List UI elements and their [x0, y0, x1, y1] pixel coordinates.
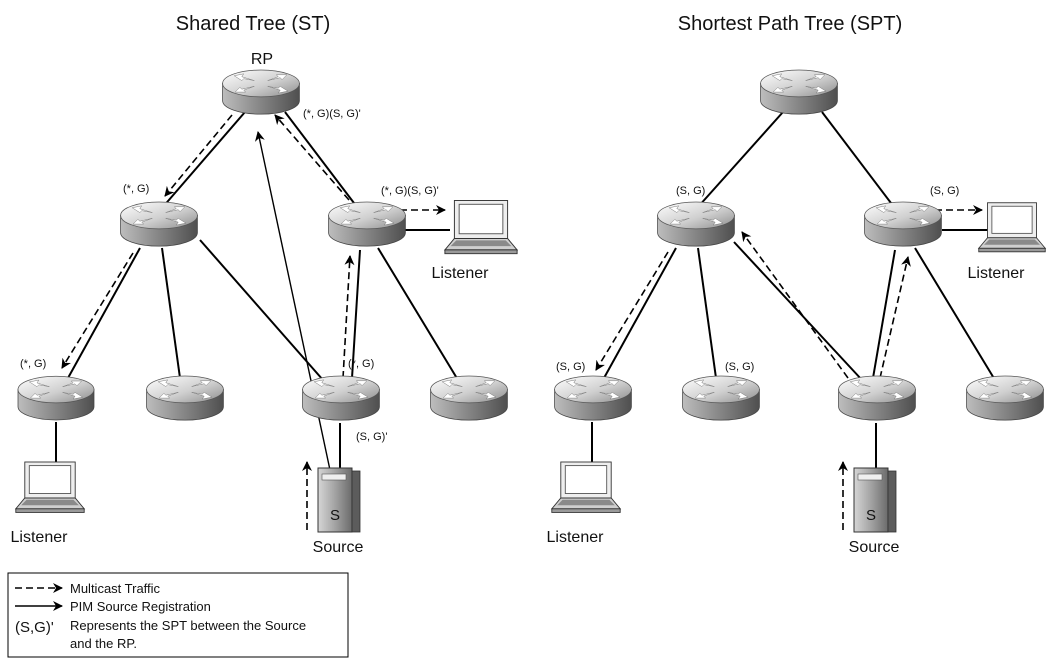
spt-source-label: Source	[849, 539, 900, 556]
spt-listener-right-laptop	[978, 202, 1046, 253]
st-source-label: Source	[313, 539, 364, 556]
st-rp-tag: (*, G)(S, G)'	[303, 108, 361, 120]
spt-bottom-left-tag: (S, G)	[556, 361, 585, 373]
spt-link-right-bottomright	[914, 247, 996, 381]
title-shared-tree: Shared Tree (ST)	[176, 13, 331, 35]
spt-left-router-tag: (S, G)	[676, 185, 705, 197]
st-link-right-bottomright	[377, 247, 459, 381]
st-router-bottom-mid	[146, 375, 224, 421]
st-arrow-pim-registration	[254, 131, 331, 471]
spt-link-top-left	[697, 111, 784, 208]
st-source-router-bottom-tag: (S, G)'	[356, 431, 387, 443]
spt-router-right	[864, 201, 942, 247]
legend-multicast-label: Multicast Traffic	[70, 581, 161, 596]
st-link-rp-right	[284, 111, 358, 208]
st-arrow-left-to-listener	[61, 252, 134, 369]
legend-sg-symbol: (S,G)'	[15, 619, 54, 636]
st-right-router-tag: (*, G)(S, G)'	[381, 185, 439, 197]
st-arrows	[61, 114, 446, 530]
st-arrow-rp-to-left	[164, 114, 233, 197]
spt-router-bottom-left	[554, 375, 632, 421]
spt-bottom-mid-tag: (S, G)	[725, 361, 754, 373]
spt-router-source	[838, 375, 916, 421]
spt-router-left	[657, 201, 735, 247]
st-listener-left-label: Listener	[11, 529, 69, 546]
st-link-right-source	[351, 249, 361, 379]
st-router-left	[120, 201, 198, 247]
st-link-left-bottomleft	[67, 247, 141, 379]
spt-link-left-bottomleft	[603, 247, 677, 379]
spt-link-left-source	[733, 241, 863, 381]
spt-router-bottom-mid	[682, 375, 760, 421]
st-listener-right-label: Listener	[432, 265, 490, 282]
spt-right-router-tag: (S, G)	[930, 185, 959, 197]
st-rp-label: RP	[251, 51, 273, 68]
spt-router-bottom-right	[966, 375, 1044, 421]
legend-sg-desc-2: and the RP.	[70, 636, 137, 651]
spt-listener-left-label: Listener	[547, 529, 605, 546]
spt-server-letter: S	[866, 507, 876, 524]
st-router-bottom-left	[17, 375, 95, 421]
st-bottom-left-tag: (*, G)	[20, 358, 46, 370]
st-server-letter: S	[330, 507, 340, 524]
spt-link-left-bottommid	[697, 247, 717, 379]
spt-arrow-source-to-right	[879, 256, 911, 379]
st-source-server: S	[317, 467, 361, 533]
st-link-left-source	[199, 239, 324, 381]
spt-arrows	[595, 205, 983, 530]
spt-arrow-source-to-left	[741, 231, 849, 379]
st-arrow-source-up	[342, 255, 355, 379]
spt-listener-right-label: Listener	[968, 265, 1026, 282]
st-router-source	[302, 375, 380, 421]
st-link-rp-left	[161, 111, 246, 209]
title-shortest-path-tree: Shortest Path Tree (SPT)	[678, 13, 903, 35]
st-left-router-tag: (*, G)	[123, 183, 149, 195]
spt-listener-left-laptop	[551, 461, 621, 513]
st-listener-right-laptop	[444, 200, 518, 255]
legend-sg-desc-1: Represents the SPT between the Source	[70, 618, 306, 633]
st-router-right	[328, 201, 406, 247]
spt-arrow-left-to-listener	[595, 251, 669, 371]
spt-router-top	[760, 69, 838, 115]
st-router-rp	[222, 69, 300, 115]
st-arrow-right-to-rp	[274, 114, 350, 201]
legend-registration-label: PIM Source Registration	[70, 599, 211, 614]
st-listener-left-laptop	[15, 461, 85, 513]
st-router-bottom-right	[430, 375, 508, 421]
legend: Multicast Traffic PIM Source Registratio…	[7, 572, 349, 658]
spt-link-top-right	[821, 111, 895, 208]
st-links	[55, 111, 459, 468]
legend-box	[7, 572, 349, 658]
spt-source-server: S	[853, 467, 897, 533]
spt-links	[591, 111, 996, 468]
st-source-router-top-tag: (*, G)	[348, 358, 374, 370]
spt-link-right-source	[872, 249, 896, 379]
st-link-left-bottommid	[161, 247, 181, 379]
